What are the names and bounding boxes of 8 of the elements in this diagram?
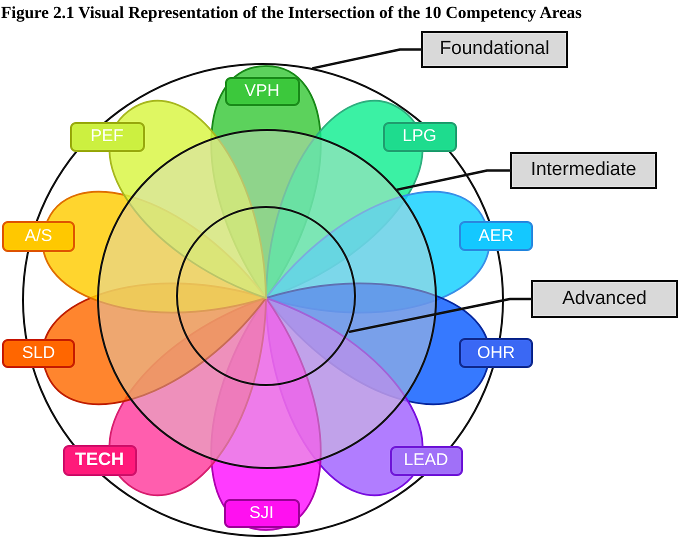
level-callout: Advanced [531, 280, 678, 318]
level-callout: Foundational [421, 31, 568, 68]
area-tag: TECH [62, 444, 136, 476]
figure-title: Figure 2.1 Visual Representation of the Intersection of the 10 Competency Areas [1, 3, 582, 23]
level-callout: Intermediate [510, 152, 657, 189]
leader-line [312, 48, 422, 70]
area-tag: SJI [224, 498, 300, 528]
area-tag: LEAD [390, 446, 462, 476]
